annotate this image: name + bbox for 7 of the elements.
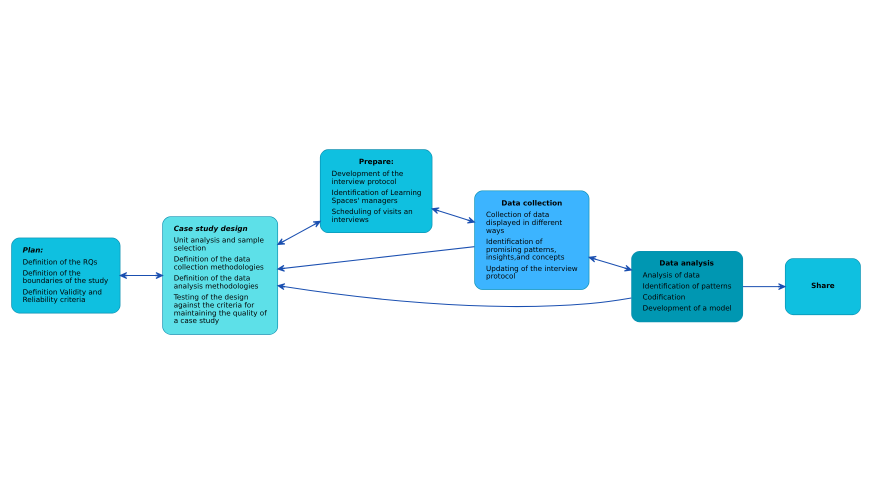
arrow [742,282,786,290]
arrow [588,255,632,271]
arrow [277,282,632,307]
arrow [432,206,475,224]
arrow [277,246,474,272]
arrow [120,272,164,278]
arrow [277,220,321,244]
